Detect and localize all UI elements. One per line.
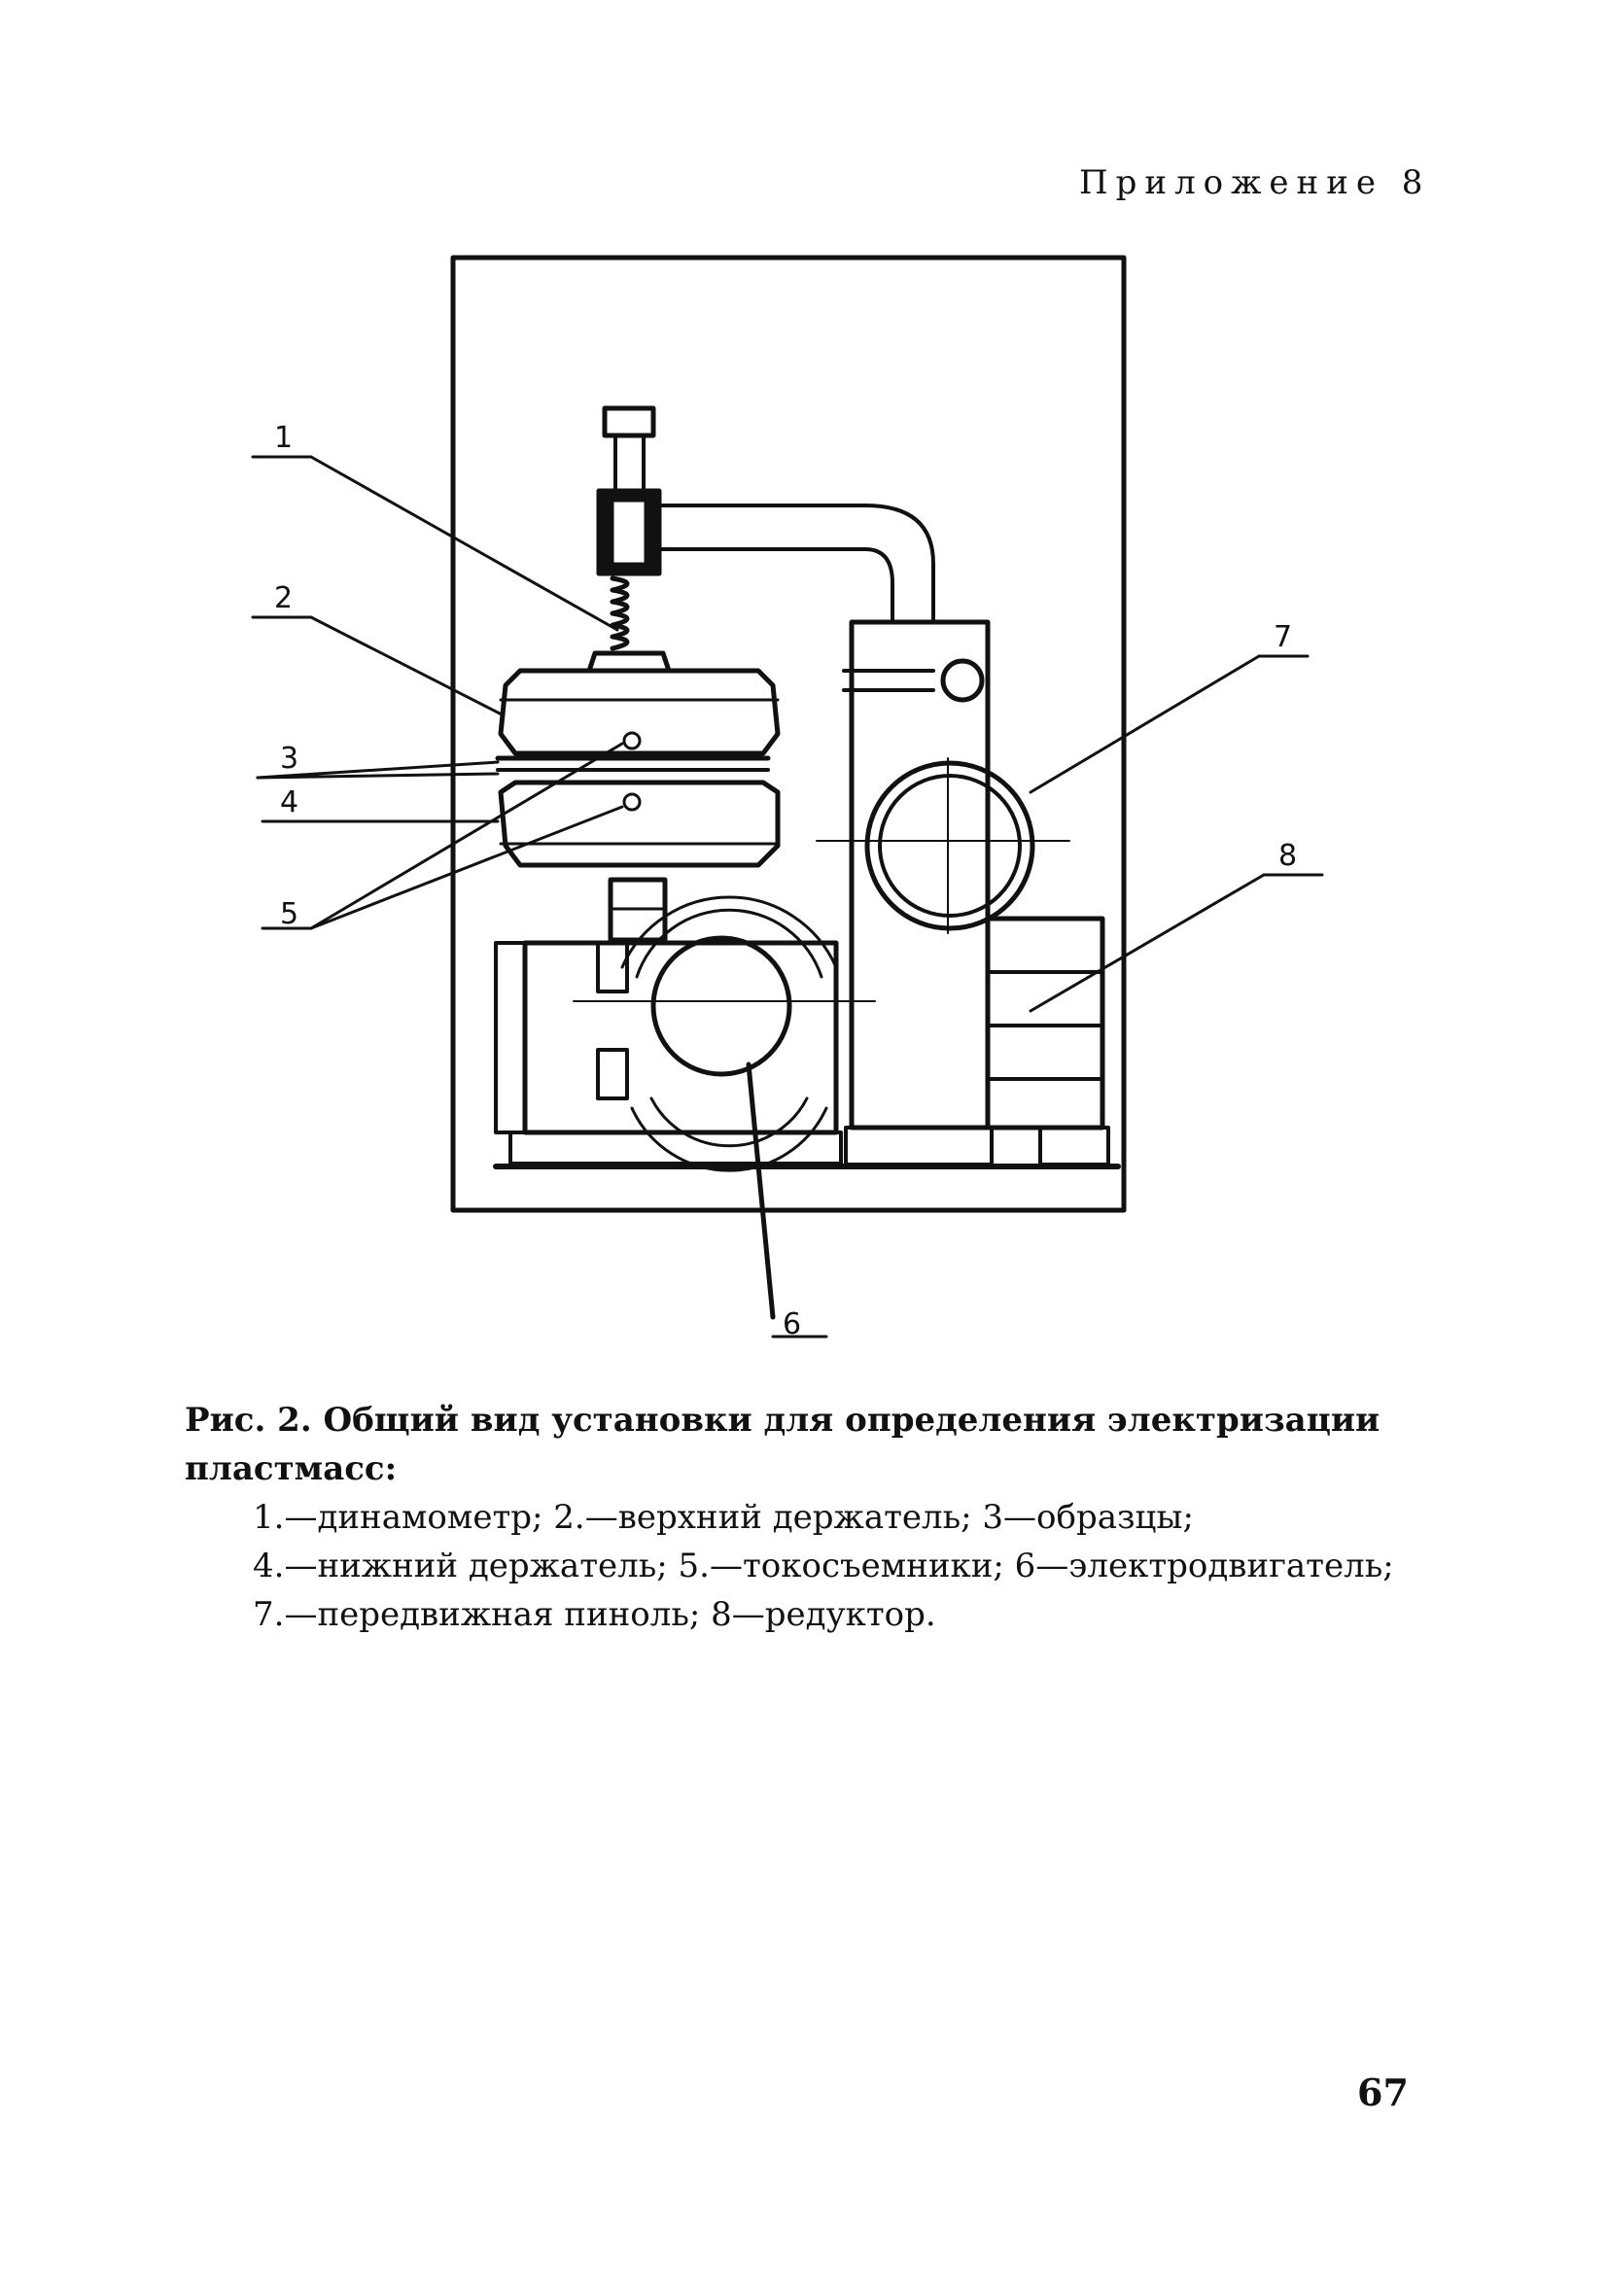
callout-2: 2 bbox=[274, 581, 293, 615]
dynamometer-shape bbox=[586, 405, 672, 674]
apparatus-diagram: 1 2 3 4 5 6 7 8 bbox=[251, 255, 1324, 1341]
callout-5: 5 bbox=[280, 897, 298, 931]
apparatus-drawing: 1 2 3 4 5 6 7 8 bbox=[251, 255, 1324, 1341]
reducer-shape bbox=[985, 916, 1110, 1166]
callout-1: 1 bbox=[274, 421, 293, 455]
page-number: 67 bbox=[1357, 2070, 1409, 2114]
caption-title: Рис. 2. Общий вид установки для определе… bbox=[185, 1401, 1381, 1488]
caption-line: 7.—передвижная пиноль; 8—редуктор. bbox=[253, 1595, 936, 1634]
lower-holder-shape bbox=[498, 780, 781, 868]
outer-frame bbox=[450, 255, 1127, 1213]
callout-4: 4 bbox=[280, 785, 298, 819]
upper-holder-shape bbox=[495, 668, 781, 761]
motor-shape bbox=[494, 895, 876, 1172]
cantilever-arm bbox=[657, 504, 935, 624]
pinol-shape bbox=[816, 619, 1070, 1166]
appendix-heading: Приложение 8 bbox=[1079, 163, 1431, 202]
caption-line: 1.—динамометр; 2.—верхний держатель; 3—о… bbox=[253, 1498, 1194, 1537]
figure-caption: Рис. 2. Общий вид установки для определе… bbox=[185, 1396, 1410, 1639]
callout-7: 7 bbox=[1274, 620, 1292, 654]
caption-line: 4.—нижний держатель; 5.—токосъемники; 6—… bbox=[253, 1547, 1394, 1585]
callout-8: 8 bbox=[1278, 839, 1297, 873]
callout-6: 6 bbox=[783, 1307, 801, 1341]
callout-3: 3 bbox=[280, 742, 298, 776]
